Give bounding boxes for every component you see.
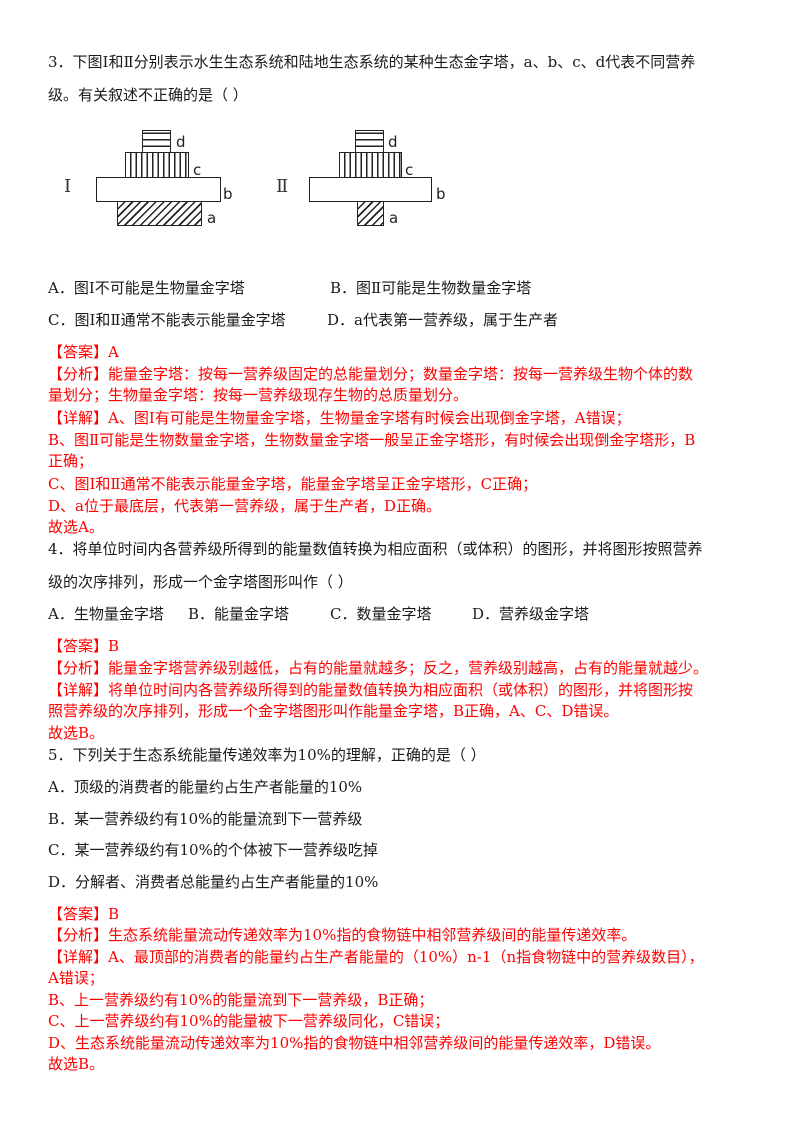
q5-analysis: 【分析】生态系统能量流动传递效率为10%指的食物链中相邻营养级间的能量传递效率。 [48,926,637,944]
q5-detail-line: A错误； [48,969,104,987]
q4-conclusion: 故选B。 [48,724,105,742]
q5-option-a[interactable]: A．顶级的消费者的能量约占生产者能量的10% [48,778,363,796]
level-a-label: a [389,209,399,227]
q4-detail-line: 照营养级的次序排列，形成一个金字塔图形叫作能量金字塔，B正确，A、C、D错误。 [48,702,619,720]
level-b-block [309,177,432,202]
q3-analysis-line1: 【分析】能量金字塔：按每一营养级固定的总能量划分；数量金字塔：按每一营养级生物个… [48,365,694,383]
level-c-block [339,152,402,178]
q4-option-a[interactable]: A．生物量金字塔 [48,605,164,623]
level-b-block [96,177,221,202]
q3-option-d[interactable]: D．a代表第一营养级，属于生产者 [327,311,558,329]
fig2-label: Ⅱ [276,176,289,197]
q5-answer: 【答案】B [48,905,120,923]
q3-detail-line: C、图Ⅰ和Ⅱ通常不能表示能量金字塔，能量金字塔呈正金字塔形，C正确； [48,475,538,493]
q3-detail-line: 正确； [48,452,94,470]
q5-option-c[interactable]: C．某一营养级约有10%的个体被下一营养级吃掉 [48,841,378,859]
level-d-block [142,130,171,153]
q5-detail-line: B、上一营养级约有10%的能量流到下一营养级，B正确； [48,991,434,1009]
level-c-label: c [405,161,414,179]
q3-option-c[interactable]: C．图Ⅰ和Ⅱ通常不能表示能量金字塔 [48,311,286,329]
q5-option-b[interactable]: B．某一营养级约有10%的能量流到下一营养级 [48,810,363,828]
q4-option-d[interactable]: D．营养级金字塔 [472,605,590,623]
q3-answer: 【答案】A [48,343,119,361]
q4-detail-line: 【详解】将单位时间内各营养级所得到的能量数值转换为相应面积（或体积）的图形，并将… [48,681,694,699]
q4-analysis: 【分析】能量金字塔营养级别越低，占有的能量就越多；反之，营养级别越高，占有的能量… [48,659,709,677]
level-d-block [355,130,384,153]
level-a-label: a [207,209,217,227]
q3-option-b[interactable]: B．图Ⅱ可能是生物数量金字塔 [330,279,532,297]
q3-detail-line: D、a位于最底层，代表第一营养级，属于生产者，D正确。 [48,497,441,515]
level-c-label: c [193,161,202,179]
level-c-block [125,152,189,178]
q5-option-d[interactable]: D．分解者、消费者总能量约占生产者能量的10% [48,873,379,891]
q5-detail-line: D、生态系统能量流动传递效率为10%指的食物链中相邻营养级间的能量传递效率，D错… [48,1034,661,1052]
q3-stem-line2: 级。有关叙述不正确的是（ ） [48,86,248,104]
q4-option-c[interactable]: C．数量金字塔 [330,605,432,623]
q4-option-b[interactable]: B．能量金字塔 [188,605,290,623]
q4-stem-line2: 级的次序排列，形成一个金字塔图形叫作（ ） [48,573,353,591]
q3-option-a[interactable]: A．图Ⅰ不可能是生物量金字塔 [48,279,245,297]
level-a-block [117,201,202,226]
q5-detail-line: C、上一营养级约有10%的能量被下一营养级同化，C错误； [48,1012,450,1030]
q5-conclusion: 故选B。 [48,1055,105,1073]
level-d-label: d [388,133,398,151]
level-b-label: b [223,185,233,203]
fig1-label: Ⅰ [64,176,72,197]
q3-conclusion: 故选A。 [48,518,104,536]
q4-answer: 【答案】B [48,637,120,655]
level-b-label: b [436,185,446,203]
level-d-label: d [176,133,186,151]
q5-detail-line: 【详解】A、最顶部的消费者的能量约占生产者能量的（10%）n-1（n指食物链中的… [48,948,704,966]
q3-detail-line: B、图Ⅱ可能是生物数量金字塔，生物数量金字塔一般呈正金字塔形，有时候会出现倒金字… [48,431,696,449]
q3-stem-line1: 3．下图Ⅰ和Ⅱ分别表示水生生态系统和陆地生态系统的某种生态金字塔，a、b、c、d… [48,53,696,71]
q4-stem-line1: 4．将单位时间内各营养级所得到的能量数值转换为相应面积（或体积）的图形，并将图形… [48,540,703,558]
level-a-block [357,201,384,226]
q3-detail-line: 【详解】A、图Ⅰ有可能是生物量金字塔，生物量金字塔有时候会出现倒金字塔，A错误； [48,409,631,427]
q5-stem: 5．下列关于生态系统能量传递效率为10%的理解，正确的是（ ） [48,746,486,764]
q3-analysis-line2: 量划分；生物量金字塔：按每一营养级现存生物的总质量划分。 [48,386,469,404]
